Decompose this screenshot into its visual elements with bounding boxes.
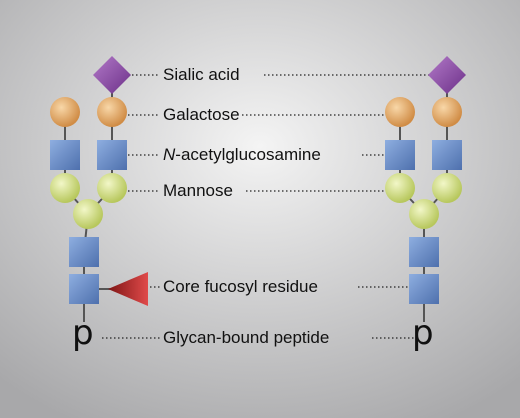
galactose-right-outer-shape [432,97,462,127]
galactose-left-inner-shape [97,97,127,127]
glcnac-left-core-lower-shape [69,274,99,304]
label-n-italic: N [163,145,176,164]
label-galactose: Galactose [163,105,240,124]
sialic-acid-right-shape [428,56,466,94]
fucose-left-shape [108,272,148,306]
galactose-left-outer-shape [50,97,80,127]
peptide-right-glyph: p [412,313,434,353]
mannose-left-outer-shape [50,173,80,203]
label-mannose: Mannose [163,181,233,200]
label-glcnac-rest: -acetylglucosamine [175,145,321,164]
glcnac-right-inner-shape [385,140,415,170]
mannose-left-core-shape [73,199,103,229]
galactose-right-inner-shape [385,97,415,127]
peptide-left-glyph: p [72,313,94,353]
mannose-right-core-shape [409,199,439,229]
glcnac-left-inner-shape [97,140,127,170]
glcnac-right-outer-shape [432,140,462,170]
glycan-right [385,56,466,322]
glcnac-left-core-upper-shape [69,237,99,267]
mannose-left-inner-shape [97,173,127,203]
label-sialic-acid: Sialic acid [163,65,240,84]
label-glycan-bound-peptide: Glycan-bound peptide [163,328,330,347]
mannose-right-outer-shape [432,173,462,203]
glycan-left [50,56,148,322]
glcnac-right-core-upper-shape [409,237,439,267]
label-n-acetylglucosamine: N-acetylglucosamine [163,145,321,165]
glcnac-left-outer-shape [50,140,80,170]
leader-lines [102,74,430,339]
sialic-acid-left-shape [93,56,131,94]
glcnac-right-core-lower-shape [409,274,439,304]
mannose-right-inner-shape [385,173,415,203]
label-core-fucosyl-residue: Core fucosyl residue [163,277,318,296]
